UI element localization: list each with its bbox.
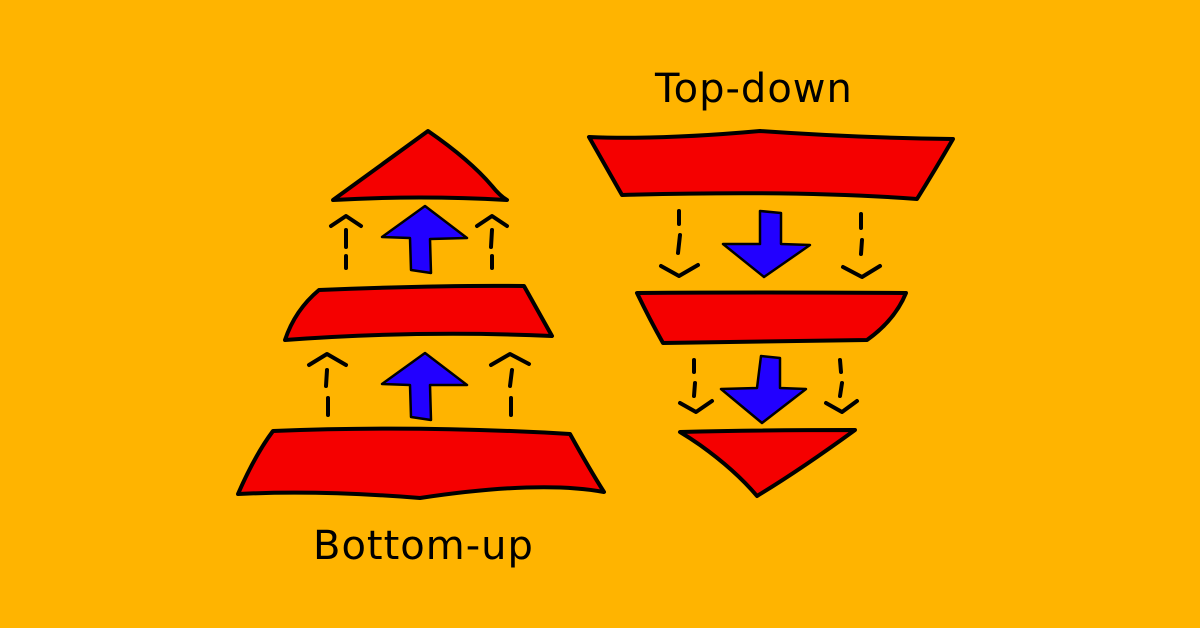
- blue-up-arrow-lower: [380, 351, 469, 422]
- top-down-label: Top-down: [655, 66, 853, 112]
- top-down-bottom-triangle: [678, 428, 857, 498]
- dashed-up-arrows: [307, 214, 531, 417]
- top-down-top-layer: [587, 129, 955, 201]
- bottom-up-label: Bottom-up: [313, 523, 534, 569]
- dashed-down-arrows: [659, 209, 882, 414]
- blue-up-arrow-upper: [380, 204, 469, 275]
- top-down-middle-layer: [635, 290, 908, 345]
- blue-down-arrow-lower: [719, 354, 808, 425]
- bottom-up-middle-layer: [283, 283, 554, 342]
- bottom-up-bottom-layer: [236, 426, 606, 500]
- bottom-up-top-triangle: [331, 129, 509, 202]
- blue-down-arrow-upper: [721, 209, 812, 279]
